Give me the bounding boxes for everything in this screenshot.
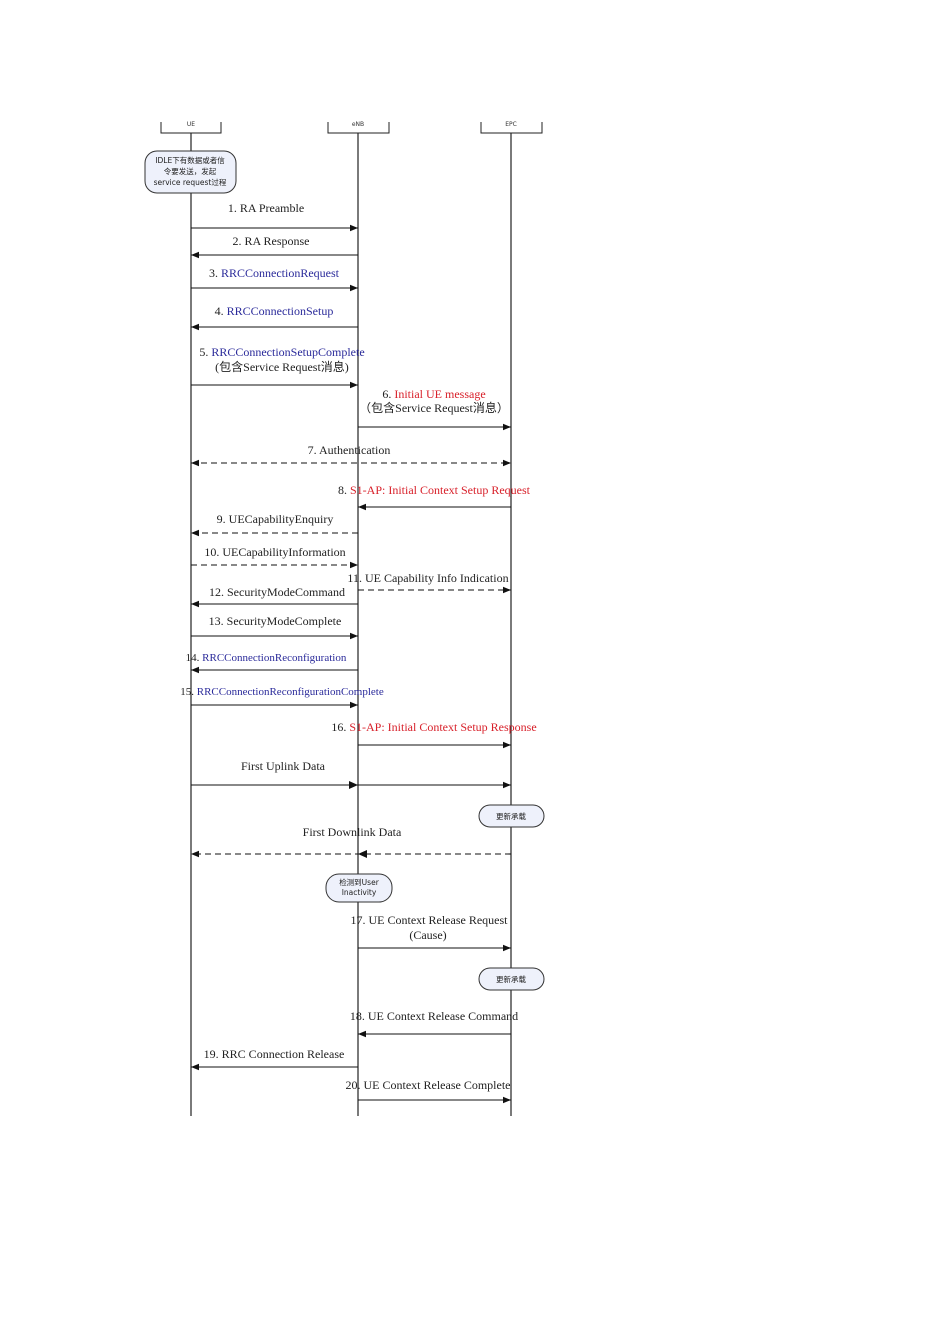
- note-update-bearer-2: 更新承载: [478, 967, 545, 991]
- note-update-bearer-1: 更新承载: [478, 804, 545, 828]
- message-label: 11. UE Capability Info Indication: [347, 571, 508, 585]
- message-label: 3. RRCConnectionRequest: [209, 266, 340, 280]
- message-label: 20. UE Context Release Complete: [346, 1078, 511, 1092]
- message-arrowhead-intermediate: [349, 781, 358, 789]
- message-label: 18. UE Context Release Command: [350, 1009, 518, 1023]
- message-label: 15. RRCConnectionReconfigurationComplete: [180, 686, 384, 698]
- message-label: First Downlink Data: [303, 825, 402, 839]
- note-idle-service-request: IDLE下有数据或者信 令要发送，发起 service request过程: [144, 150, 237, 194]
- message-label: 16. S1-AP: Initial Context Setup Respons…: [331, 720, 536, 734]
- message-label: 19. RRC Connection Release: [204, 1047, 345, 1061]
- svg-text:更新承载: 更新承载: [496, 974, 526, 984]
- message-label: 8. S1-AP: Initial Context Setup Request: [338, 483, 531, 497]
- lifeline-header-enb: eNB: [327, 121, 390, 134]
- svg-text:Inactivity: Inactivity: [342, 888, 377, 897]
- message-label: 6. Initial UE message: [382, 387, 485, 401]
- message-arrowhead-intermediate: [358, 850, 367, 858]
- message-label: 5. RRCConnectionSetupComplete: [199, 345, 364, 359]
- svg-text:service request过程: service request过程: [154, 177, 227, 187]
- note-user-inactivity: 检测到User Inactivity: [325, 873, 393, 903]
- message-label: 12. SecurityModeCommand: [209, 585, 345, 599]
- lifeline-header-epc: EPC: [480, 121, 543, 134]
- message-label: 1. RA Preamble: [228, 201, 304, 215]
- message-list: 1. RA Preamble 2. RA Response 3. RRCConn…: [180, 201, 536, 1092]
- message-label: 10. UECapabilityInformation: [204, 545, 345, 559]
- message-label: 7. Authentication: [308, 443, 391, 457]
- svg-text:IDLE下有数据或者信: IDLE下有数据或者信: [155, 155, 225, 165]
- lifeline-label-ue: UE: [187, 121, 195, 128]
- svg-text:令要发送，发起: 令要发送，发起: [164, 166, 217, 176]
- message-label: 9. UECapabilityEnquiry: [217, 512, 334, 526]
- message-label: 17. UE Context Release Request: [351, 913, 509, 927]
- message-sublabel: (Cause): [409, 928, 446, 942]
- lifeline-label-enb: eNB: [352, 121, 364, 128]
- lifeline-label-epc: EPC: [505, 121, 517, 128]
- message-label: 14. RRCConnectionReconfiguration: [186, 652, 347, 664]
- lifeline-header-ue: UE: [160, 121, 222, 134]
- message-label: 4. RRCConnectionSetup: [215, 304, 334, 318]
- message-label: 13. SecurityModeComplete: [209, 614, 342, 628]
- message-label: First Uplink Data: [241, 759, 326, 773]
- svg-text:更新承载: 更新承载: [496, 811, 526, 821]
- message-sublabel: (包含Service Request消息): [215, 359, 349, 374]
- svg-text:检测到User: 检测到User: [339, 877, 380, 887]
- message-arrows: [191, 224, 511, 1104]
- message-label: 2. RA Response: [232, 234, 309, 248]
- message-sublabel: （包含Service Request消息）: [359, 400, 509, 415]
